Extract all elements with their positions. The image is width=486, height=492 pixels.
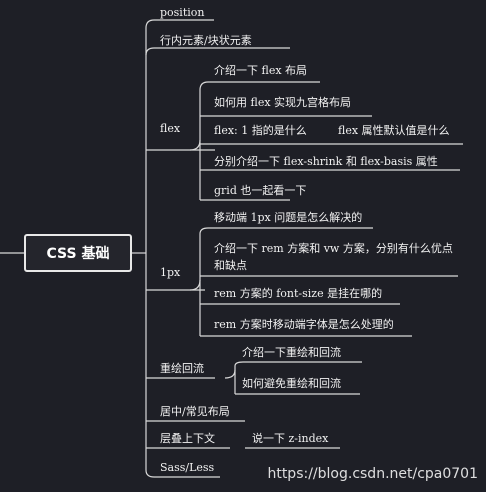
node-flex-grid9[interactable]: 如何用 flex 实现九宫格布局: [214, 96, 352, 109]
node-rem-font[interactable]: rem 方案时移动端字体是怎么处理的: [214, 318, 394, 331]
node-1px-mobile[interactable]: 移动端 1px 问题是怎么解决的: [214, 211, 363, 224]
node-flex-intro[interactable]: 介绍一下 flex 布局: [214, 64, 308, 77]
node-repaint-avoid[interactable]: 如何避免重绘和回流: [242, 377, 341, 390]
node-stacking[interactable]: 层叠上下文: [160, 432, 215, 445]
node-flex-default[interactable]: flex 属性默认值是什么: [338, 124, 450, 137]
node-rem-vw[interactable]: 介绍一下 rem 方案和 vw 方案，分别有什么优点和缺点: [214, 242, 453, 272]
node-flex-shrink-basis[interactable]: 分别介绍一下 flex-shrink 和 flex-basis 属性: [214, 155, 438, 168]
node-rem-fontsize[interactable]: rem 方案的 font-size 是挂在哪的: [214, 287, 383, 300]
root-node[interactable]: CSS 基础: [24, 234, 132, 272]
node-flex-1[interactable]: flex: 1 指的是什么: [214, 124, 307, 137]
node-flex[interactable]: flex: [160, 122, 181, 135]
node-zindex[interactable]: 说一下 z-index: [252, 432, 329, 445]
node-repaint[interactable]: 重绘回流: [160, 362, 204, 375]
node-grid[interactable]: grid 也一起看一下: [214, 184, 307, 197]
node-repaint-intro[interactable]: 介绍一下重绘和回流: [242, 346, 341, 359]
node-sass[interactable]: Sass/Less: [160, 461, 215, 474]
node-position[interactable]: position: [160, 6, 205, 19]
node-1px[interactable]: 1px: [160, 266, 181, 279]
node-inline-block[interactable]: 行内元素/块状元素: [160, 34, 252, 47]
node-center[interactable]: 居中/常见布局: [160, 405, 230, 418]
watermark: https://blog.csdn.net/cpa0701: [267, 466, 478, 482]
